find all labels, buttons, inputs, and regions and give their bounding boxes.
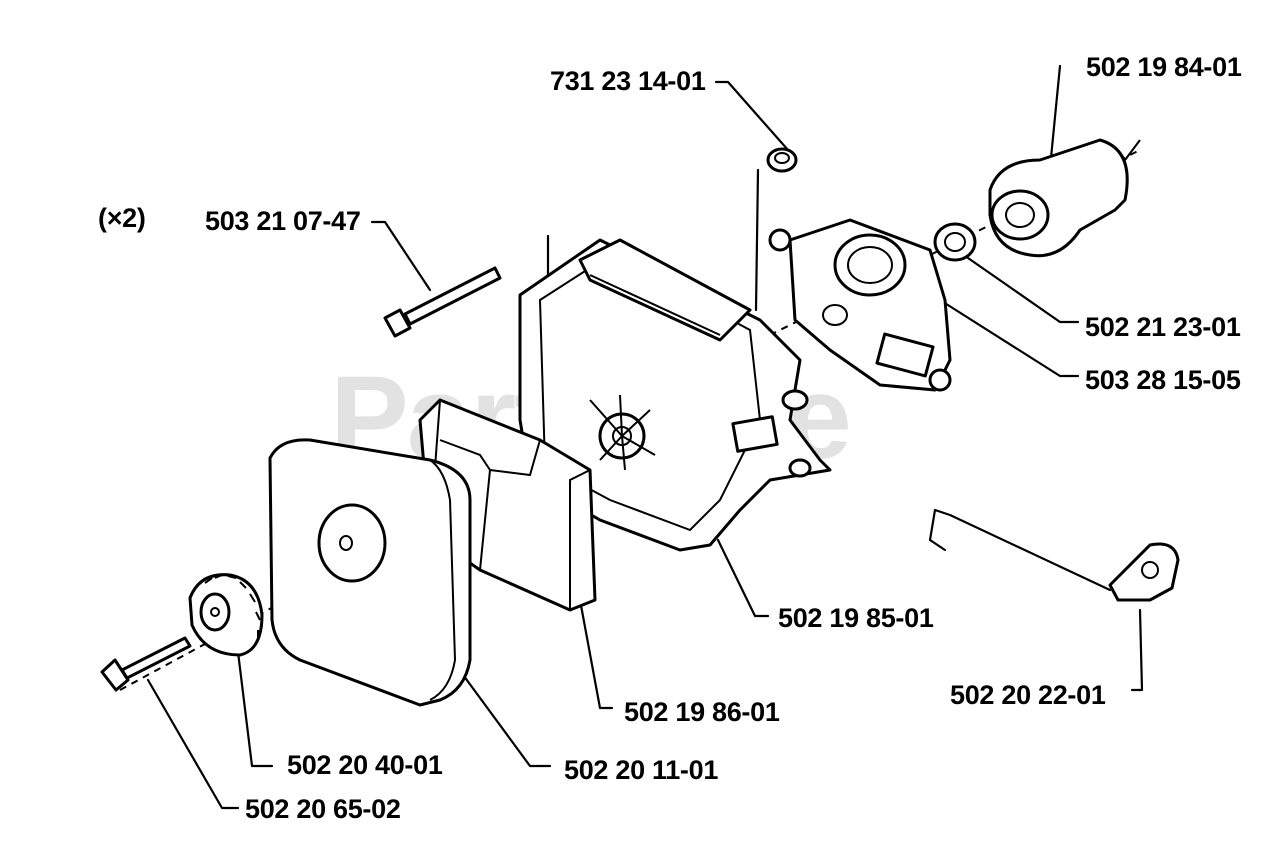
label-filter-cover: 502 20 11-01 — [564, 755, 719, 785]
label-quantity-note: (×2) — [98, 203, 146, 233]
intake-elbow-part — [988, 138, 1141, 258]
spark-plug-cap-part — [766, 147, 798, 173]
knob-part — [188, 573, 264, 657]
leader-throttle-rod — [1130, 608, 1144, 692]
label-screw: 502 20 65-02 — [245, 794, 401, 824]
label-air-filter-holder: 502 19 85-01 — [778, 603, 934, 633]
leader-knob — [236, 650, 274, 768]
leader-intake-elbow — [1048, 64, 1062, 170]
leader-bolt — [370, 220, 432, 292]
label-carburetor: 503 28 15-05 — [1085, 365, 1241, 395]
label-knob: 502 20 40-01 — [287, 750, 443, 780]
leader-gasket — [966, 256, 1080, 324]
bolt-part — [383, 266, 502, 338]
leader-spark-plug-cap — [714, 80, 790, 152]
filter-cover-part — [268, 438, 472, 707]
leader-holder — [716, 538, 770, 618]
leader-lines — [146, 64, 1144, 810]
air-filter-holder-part — [518, 238, 832, 552]
label-intake-elbow: 502 19 84-01 — [1086, 52, 1242, 82]
screw-part — [100, 636, 192, 692]
label-spark-plug-cap: 731 23 14-01 — [550, 66, 706, 96]
label-bolt: 503 21 07-47 — [205, 206, 361, 236]
leader-filter-element — [578, 598, 614, 710]
leader-carburetor — [938, 298, 1080, 378]
label-gasket: 502 21 23-01 — [1085, 312, 1241, 342]
leader-filter-cover — [456, 666, 552, 768]
carburetor-part — [768, 218, 952, 392]
label-filter-element: 502 19 86-01 — [624, 697, 780, 727]
throttle-rod-part — [928, 508, 1180, 602]
leader-vertical-carb — [754, 168, 760, 312]
gasket-part — [933, 222, 977, 262]
leader-screw — [146, 678, 240, 810]
label-throttle-rod: 502 20 22-01 — [950, 680, 1106, 710]
